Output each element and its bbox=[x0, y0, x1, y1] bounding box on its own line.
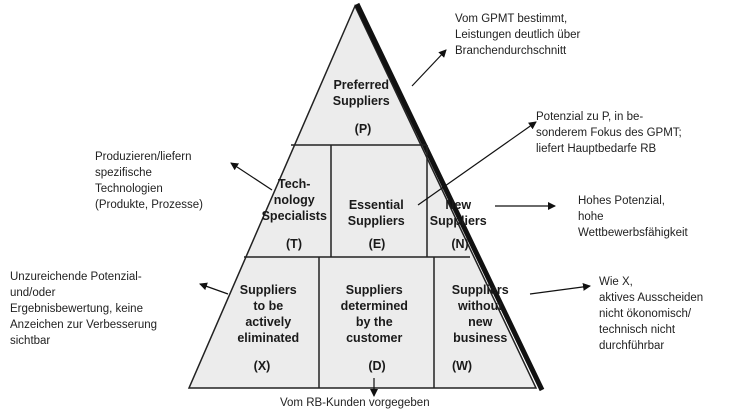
segment-technology-line-2: nology bbox=[274, 193, 315, 207]
annotation-new-line-1: Hohes Potenzial, bbox=[578, 195, 665, 207]
annotation-without-line-3: nicht ökonomisch/ bbox=[599, 308, 692, 320]
annotation-preferred-line-2: Leistungen deutlich über bbox=[455, 29, 580, 41]
annotation-new-to-p-line-2: sonderem Fokus des GPMT; bbox=[536, 127, 682, 139]
segment-essential-line-1: Essential bbox=[349, 198, 404, 212]
arrow-eliminated bbox=[199, 282, 229, 295]
segment-eliminated-line-2: to be bbox=[253, 299, 283, 313]
annotation-without-line-4: technisch nicht bbox=[599, 324, 676, 336]
segment-new-line-1: New bbox=[445, 198, 471, 212]
pyramid-fill bbox=[187, 4, 538, 389]
segment-without-line-2: without bbox=[457, 299, 503, 313]
annotation-preferred: Vom GPMT bestimmt, Leistungen deutlich ü… bbox=[455, 13, 584, 57]
pyramid-shadow-edge bbox=[354, 2, 545, 392]
segment-determined-line-4: customer bbox=[346, 331, 402, 345]
segment-technology-line-3: Specialists bbox=[262, 209, 327, 223]
annotation-new-line-2: hohe bbox=[578, 211, 604, 223]
segment-preferred: Preferred Suppliers (P) bbox=[333, 78, 393, 136]
annotation-without: Wie X, aktives Ausscheiden nicht ökonomi… bbox=[599, 276, 706, 352]
annotation-new-to-p-line-3: liefert Hauptbedarfe RB bbox=[536, 143, 657, 155]
segment-without-line-1: Suppliers bbox=[452, 283, 509, 297]
annotation-eliminated-line-5: sichtbar bbox=[10, 335, 50, 347]
segment-preferred-line-1: Preferred bbox=[333, 78, 389, 92]
segment-eliminated-code: (X) bbox=[254, 359, 271, 373]
segment-essential-code: (E) bbox=[369, 237, 386, 251]
annotation-eliminated-line-3: Ergebnisbewertung, keine bbox=[10, 303, 143, 315]
annotation-new-to-p-line-1: Potenzial zu P, in be- bbox=[536, 111, 643, 123]
segment-technology-line-1: Tech- bbox=[278, 177, 310, 191]
segment-without-line-4: business bbox=[453, 331, 507, 345]
arrow-new-to-p bbox=[417, 121, 537, 206]
segment-determined-line-1: Suppliers bbox=[346, 283, 403, 297]
segment-eliminated-line-3: actively bbox=[245, 315, 291, 329]
annotation-eliminated-line-2: und/oder bbox=[10, 287, 56, 299]
annotation-preferred-line-1: Vom GPMT bestimmt, bbox=[455, 13, 567, 25]
arrow-technology bbox=[230, 162, 273, 191]
segment-new-line-2: Suppliers bbox=[430, 214, 487, 228]
segment-essential: Essential Suppliers (E) bbox=[348, 198, 408, 251]
segment-determined-line-2: determined bbox=[341, 299, 408, 313]
annotation-technology-line-4: (Produkte, Prozesse) bbox=[95, 199, 203, 211]
annotation-new-to-p: Potenzial zu P, in be- sonderem Fokus de… bbox=[536, 111, 685, 155]
annotation-new: Hohes Potenzial, hohe Wettbewerbsfähigke… bbox=[578, 195, 689, 239]
segment-without: Suppliers without new business (W) bbox=[452, 283, 512, 373]
segment-preferred-code: (P) bbox=[355, 122, 372, 136]
segment-determined: Suppliers determined by the customer (D) bbox=[341, 283, 412, 373]
segment-technology: Tech- nology Specialists (T) bbox=[262, 177, 331, 251]
annotation-without-line-5: durchführbar bbox=[599, 340, 664, 352]
annotation-technology: Produzieren/liefern spezifische Technolo… bbox=[95, 151, 203, 211]
annotation-technology-line-1: Produzieren/liefern bbox=[95, 151, 192, 163]
segment-without-code: (W) bbox=[452, 359, 472, 373]
segment-eliminated-line-1: Suppliers bbox=[240, 283, 297, 297]
segment-essential-line-2: Suppliers bbox=[348, 214, 405, 228]
annotation-technology-line-3: Technologien bbox=[95, 183, 163, 195]
annotation-eliminated-line-4: Anzeichen zur Verbesserung bbox=[10, 319, 157, 331]
segment-new: New Suppliers (N) bbox=[430, 198, 490, 251]
arrow-without bbox=[529, 282, 591, 295]
segment-preferred-line-2: Suppliers bbox=[333, 94, 390, 108]
segment-new-code: (N) bbox=[451, 237, 468, 251]
segment-determined-line-3: by the bbox=[356, 315, 393, 329]
annotation-determined: Vom RB-Kunden vorgegeben bbox=[280, 397, 430, 409]
annotation-without-line-1: Wie X, bbox=[599, 276, 633, 288]
annotation-eliminated-line-1: Unzureichende Potenzial- bbox=[10, 271, 142, 283]
segment-determined-code: (D) bbox=[368, 359, 385, 373]
annotation-technology-line-2: spezifische bbox=[95, 167, 152, 179]
annotation-eliminated: Unzureichende Potenzial- und/oder Ergebn… bbox=[10, 271, 160, 347]
arrow-preferred bbox=[411, 49, 447, 87]
annotation-preferred-line-3: Branchendurchschnitt bbox=[455, 45, 567, 57]
annotation-new-line-3: Wettbewerbsfähigkeit bbox=[578, 227, 689, 239]
segment-technology-code: (T) bbox=[286, 237, 302, 251]
segment-eliminated-line-4: eliminated bbox=[237, 331, 299, 345]
annotation-without-line-2: aktives Ausscheiden bbox=[599, 292, 703, 304]
segment-without-line-3: new bbox=[468, 315, 493, 329]
segment-eliminated: Suppliers to be actively eliminated (X) bbox=[237, 283, 302, 373]
